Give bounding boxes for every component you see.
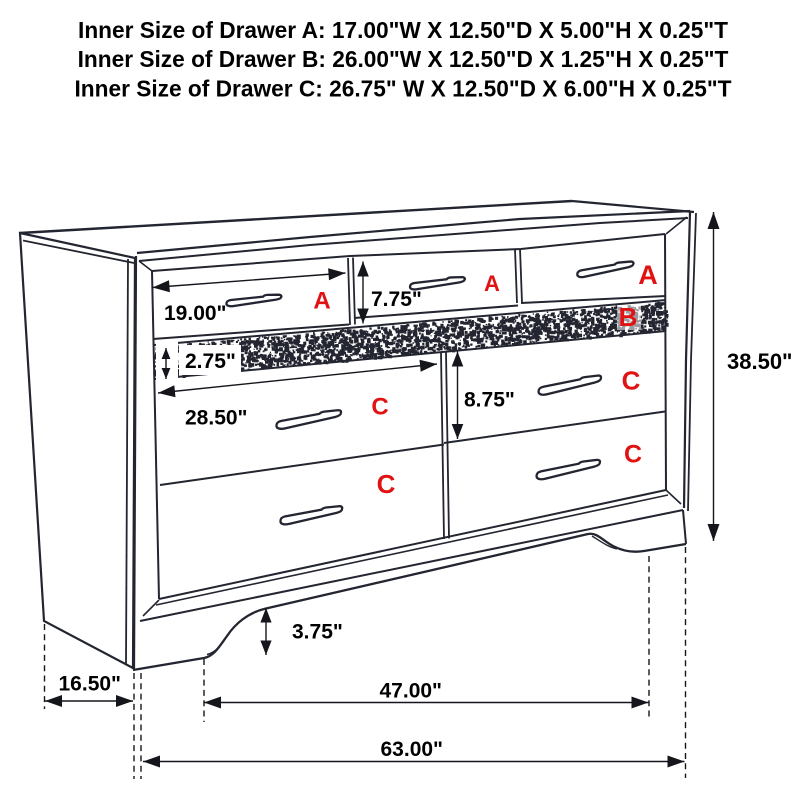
svg-text:7.75": 7.75"	[371, 288, 422, 311]
svg-text:C: C	[371, 394, 388, 421]
svg-text:Inner Size of Drawer B: 26.00": Inner Size of Drawer B: 26.00"W X 12.50"…	[78, 46, 729, 72]
svg-text:2.75": 2.75"	[185, 350, 236, 373]
svg-text:19.00": 19.00"	[164, 302, 227, 325]
svg-text:A: A	[638, 260, 658, 290]
svg-text:28.50": 28.50"	[185, 407, 248, 430]
svg-text:Inner Size of Drawer A: 17.00": Inner Size of Drawer A: 17.00"W X 12.50"…	[78, 17, 728, 43]
svg-text:C: C	[377, 469, 396, 499]
svg-text:63.00": 63.00"	[381, 738, 444, 761]
svg-text:47.00": 47.00"	[380, 680, 443, 703]
svg-text:38.50": 38.50"	[727, 349, 792, 374]
svg-text:C: C	[624, 441, 642, 469]
svg-text:A: A	[313, 288, 330, 315]
svg-text:A: A	[484, 271, 500, 296]
svg-text:C: C	[622, 366, 641, 396]
svg-text:3.75": 3.75"	[292, 621, 343, 644]
svg-text:B: B	[619, 302, 638, 332]
svg-text:Inner Size of Drawer C: 26.75": Inner Size of Drawer C: 26.75" W X 12.50…	[74, 76, 731, 102]
svg-text:16.50": 16.50"	[59, 673, 122, 696]
svg-text:8.75": 8.75"	[464, 389, 515, 412]
